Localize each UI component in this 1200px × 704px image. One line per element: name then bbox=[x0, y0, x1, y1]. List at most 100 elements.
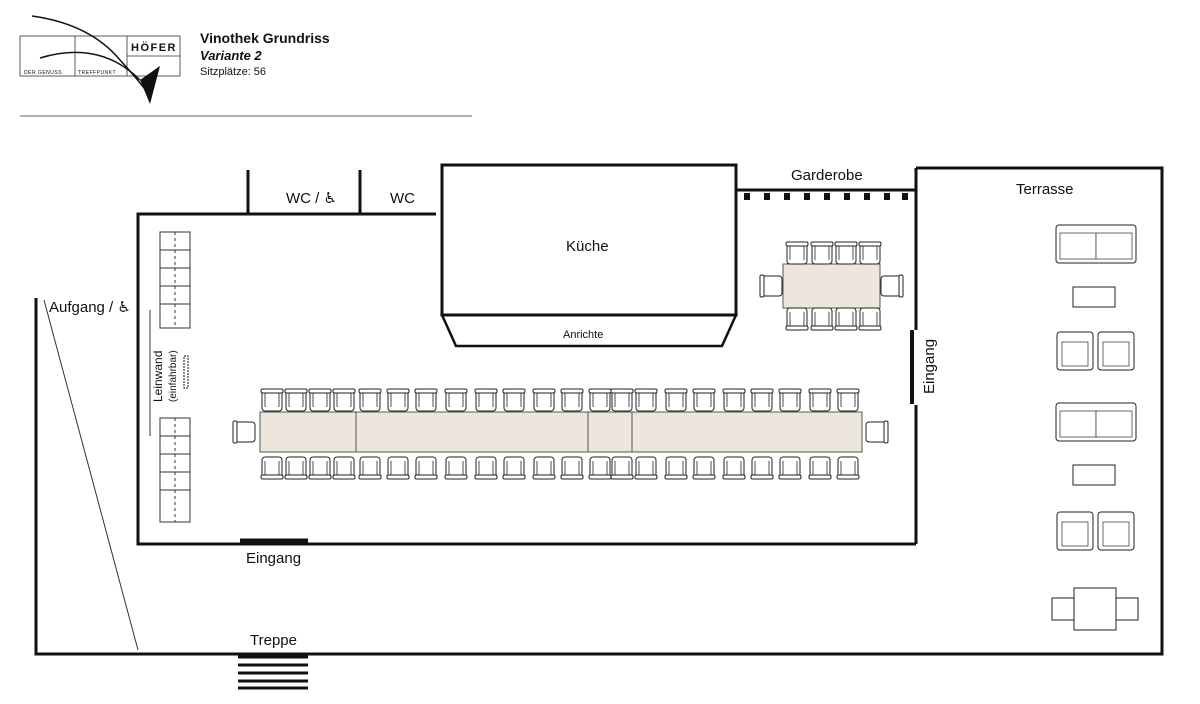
chair bbox=[284, 456, 308, 480]
chair bbox=[474, 388, 498, 412]
shelf-top bbox=[159, 231, 191, 329]
chair bbox=[808, 456, 832, 480]
chair bbox=[232, 420, 256, 444]
logo-tag-right: TREFFPUNKT bbox=[78, 70, 116, 76]
chair-back bbox=[332, 474, 356, 480]
terrace-table bbox=[1073, 587, 1117, 631]
terrace-chair bbox=[1115, 597, 1139, 621]
ramp-line bbox=[43, 299, 139, 651]
chair-back bbox=[358, 388, 382, 394]
chair-back bbox=[358, 474, 382, 480]
long-table-segment bbox=[587, 411, 633, 453]
screen-note-label: (einfahrbar) bbox=[168, 350, 179, 402]
chair bbox=[560, 388, 584, 412]
chair-back bbox=[898, 274, 904, 298]
chair-back bbox=[332, 388, 356, 394]
chair bbox=[634, 388, 658, 412]
shelf-bottom bbox=[159, 417, 191, 523]
chair-back bbox=[785, 241, 809, 247]
plan-title: Vinothek Grundriss bbox=[200, 30, 330, 46]
stairs bbox=[238, 655, 308, 690]
entrance-bottom-label: Eingang bbox=[246, 550, 301, 567]
chair bbox=[358, 388, 382, 412]
logo-brand: HÖFER bbox=[131, 41, 177, 54]
chair-back bbox=[808, 388, 832, 394]
coffee-table bbox=[1072, 286, 1116, 308]
chair bbox=[722, 456, 746, 480]
sofa-cushion bbox=[1095, 410, 1133, 438]
armchair bbox=[1056, 331, 1094, 371]
chair bbox=[260, 388, 284, 412]
chair-back bbox=[560, 388, 584, 394]
chair bbox=[610, 456, 634, 480]
plan-variant: Variante 2 bbox=[200, 48, 262, 63]
chair-back bbox=[260, 388, 284, 394]
chair bbox=[308, 388, 332, 412]
chair bbox=[634, 456, 658, 480]
chair-back bbox=[588, 388, 612, 394]
chair-back bbox=[785, 325, 809, 331]
armchair-cushion bbox=[1061, 521, 1089, 547]
chair bbox=[664, 388, 688, 412]
armchair bbox=[1097, 331, 1135, 371]
chair-back bbox=[858, 325, 882, 331]
terrace-chair bbox=[1051, 597, 1075, 621]
chair bbox=[810, 307, 834, 331]
chair bbox=[750, 456, 774, 480]
chair-back bbox=[858, 241, 882, 247]
chair-back bbox=[260, 474, 284, 480]
chair-back bbox=[692, 474, 716, 480]
sofa-cushion bbox=[1059, 232, 1097, 260]
chair-back bbox=[232, 420, 238, 444]
chair bbox=[386, 388, 410, 412]
chair-back bbox=[444, 388, 468, 394]
stairs-label: Treppe bbox=[250, 632, 297, 649]
chair-back bbox=[502, 474, 526, 480]
chair-back bbox=[502, 388, 526, 394]
entrance-side-label: Eingang bbox=[921, 339, 938, 394]
chair bbox=[692, 388, 716, 412]
chair-back bbox=[634, 388, 658, 394]
chair-back bbox=[722, 388, 746, 394]
chair-back bbox=[474, 388, 498, 394]
chair bbox=[785, 307, 809, 331]
chair-back bbox=[284, 388, 308, 394]
screen-device bbox=[183, 355, 189, 389]
chairs bbox=[232, 241, 904, 480]
chair-back bbox=[634, 474, 658, 480]
chair bbox=[332, 388, 356, 412]
chair bbox=[260, 456, 284, 480]
small-table bbox=[782, 263, 881, 309]
armchair-cushion bbox=[1061, 341, 1089, 367]
chair bbox=[414, 456, 438, 480]
chair-back bbox=[664, 388, 688, 394]
chair bbox=[532, 388, 556, 412]
sofa-cushion bbox=[1059, 410, 1097, 438]
terrace-furniture bbox=[1051, 224, 1139, 631]
chair-back bbox=[759, 274, 765, 298]
chair bbox=[502, 388, 526, 412]
chair bbox=[414, 388, 438, 412]
chair bbox=[532, 456, 556, 480]
chair bbox=[358, 456, 382, 480]
walls bbox=[34, 163, 1164, 656]
armchair bbox=[1056, 511, 1094, 551]
logo-tag-left: DER GENUSS bbox=[24, 70, 62, 76]
chair bbox=[722, 388, 746, 412]
chair-back bbox=[414, 474, 438, 480]
chair bbox=[778, 388, 802, 412]
chair bbox=[808, 388, 832, 412]
chair-back bbox=[834, 241, 858, 247]
long-table-segment bbox=[355, 411, 589, 453]
armchair-cushion bbox=[1102, 341, 1130, 367]
chair bbox=[750, 388, 774, 412]
chair bbox=[444, 388, 468, 412]
hoefer-logo: HÖFER DER GENUSS TREFFPUNKT bbox=[19, 15, 181, 104]
chair-back bbox=[883, 420, 889, 444]
screen-label: Leinwand bbox=[151, 351, 165, 402]
chair bbox=[474, 456, 498, 480]
chair bbox=[759, 274, 783, 298]
cloakroom-hooks bbox=[744, 193, 908, 200]
chair bbox=[836, 388, 860, 412]
